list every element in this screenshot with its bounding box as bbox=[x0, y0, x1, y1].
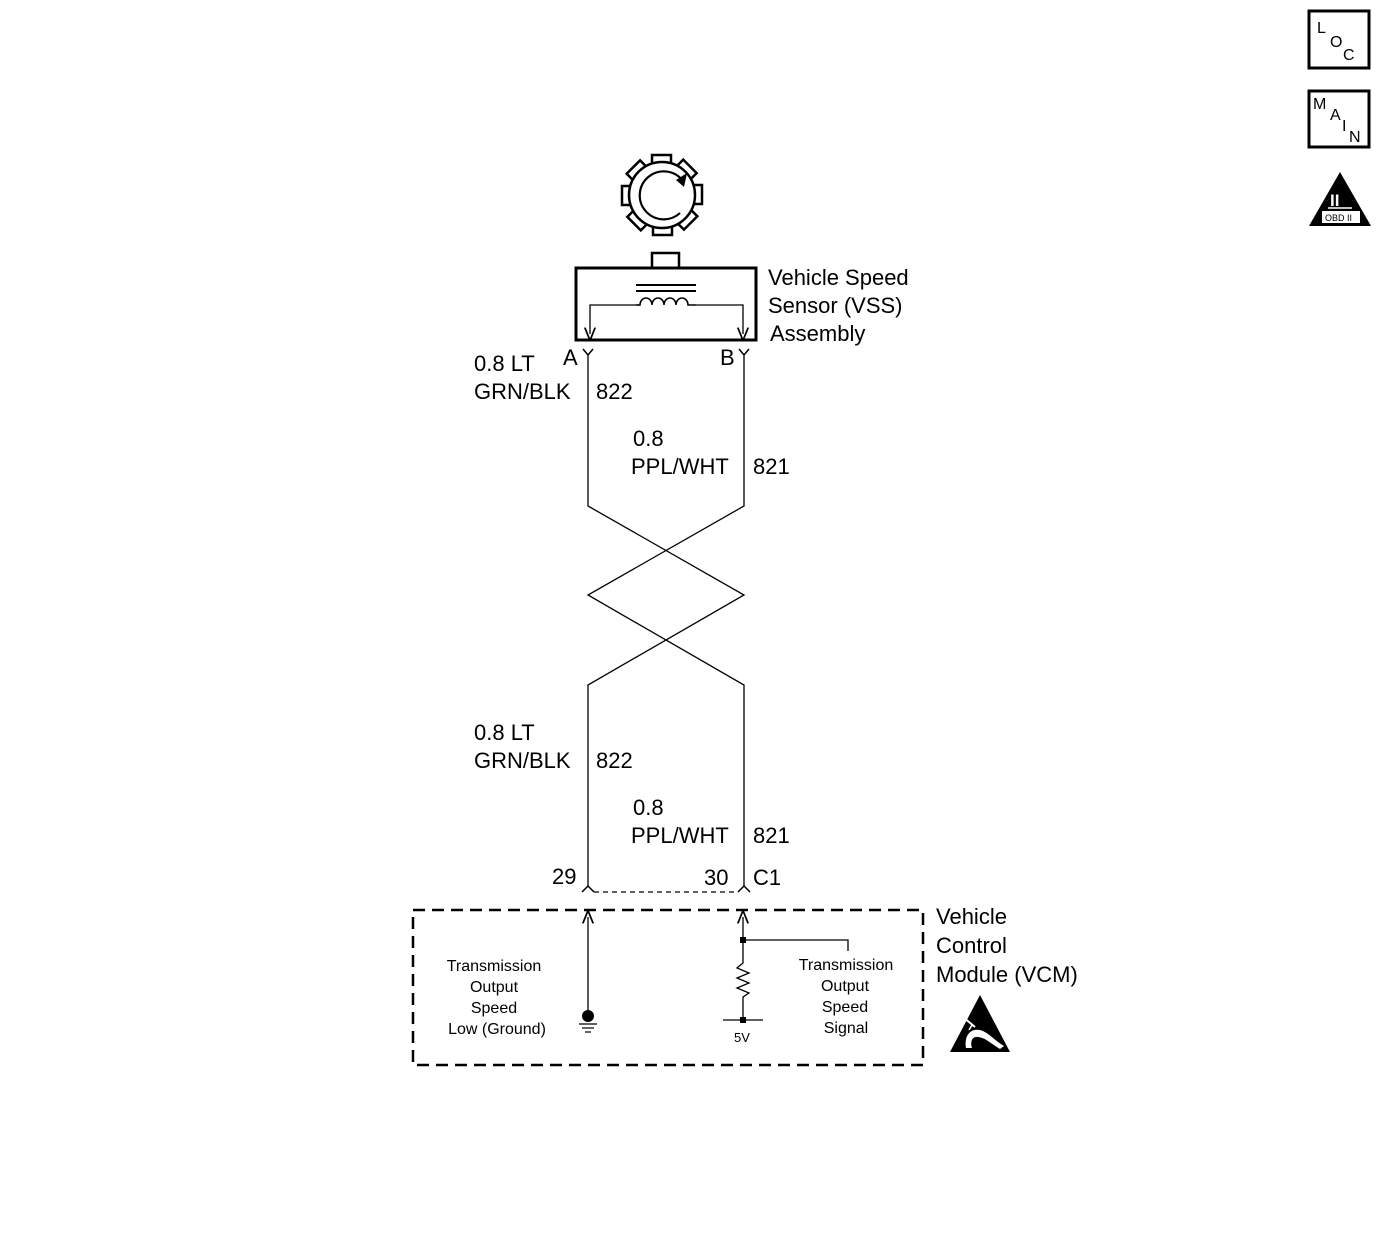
wire-821-upper-gauge: 0.8 bbox=[633, 426, 664, 451]
esd-warning-icon bbox=[950, 995, 1010, 1052]
vcm-module-box bbox=[411, 908, 925, 1067]
signal-func-line3: Speed bbox=[822, 999, 868, 1016]
twisted-pair-wires bbox=[586, 355, 746, 886]
wire-822-lower-circuit: 822 bbox=[596, 748, 633, 773]
loc-letter-o: O bbox=[1330, 34, 1342, 51]
wire-822-upper-circuit: 822 bbox=[596, 379, 633, 404]
vcm-name-line3: Module (VCM) bbox=[936, 962, 1078, 987]
ground-func-line1: Transmission bbox=[447, 958, 542, 975]
ground-func-line3: Speed bbox=[471, 1000, 517, 1017]
wire-821-upper-color: PPL/WHT bbox=[631, 454, 729, 479]
obd-mark: II bbox=[1330, 191, 1339, 210]
vss-assembly bbox=[574, 251, 758, 342]
vss-name-line2: Sensor (VSS) bbox=[768, 293, 903, 318]
loc-letter-l: L bbox=[1317, 20, 1326, 37]
ground-func-line4: Low (Ground) bbox=[448, 1021, 546, 1038]
vss-name-line1: Vehicle Speed bbox=[768, 265, 909, 290]
main-letter-n: N bbox=[1349, 129, 1361, 146]
wire-822-upper-gauge: 0.8 LT bbox=[474, 351, 535, 376]
wire-821-lower-circuit: 821 bbox=[753, 823, 790, 848]
connector-pin-30: 30 bbox=[704, 865, 728, 890]
wire-821-lower-color: PPL/WHT bbox=[631, 823, 729, 848]
signal-junction-bottom bbox=[740, 1017, 746, 1023]
vcm-name-line1: Vehicle bbox=[936, 904, 1007, 929]
pin-a-terminal bbox=[582, 348, 594, 357]
signal-func-line1: Transmission bbox=[799, 957, 894, 974]
signal-func-line4: Signal bbox=[824, 1020, 868, 1037]
ground-circuit bbox=[579, 917, 597, 1033]
vss-pin-b: B bbox=[720, 345, 735, 370]
ground-func-line2: Output bbox=[470, 979, 519, 996]
connector-c1-label: C1 bbox=[753, 865, 781, 890]
pin-30-terminal bbox=[737, 884, 751, 893]
wire-822-lower-gauge: 0.8 LT bbox=[474, 720, 535, 745]
signal-func-line2: Output bbox=[821, 978, 870, 995]
wire-821-lower-gauge: 0.8 bbox=[633, 795, 664, 820]
main-letter-i: I bbox=[1342, 118, 1346, 135]
main-letter-m: M bbox=[1313, 96, 1326, 113]
pin-b-terminal bbox=[738, 348, 750, 357]
reference-voltage: 5V bbox=[734, 1030, 750, 1045]
connector-pin-29: 29 bbox=[552, 864, 576, 889]
main-letter-a: A bbox=[1330, 107, 1341, 124]
wire-822-upper-color: GRN/BLK bbox=[474, 379, 571, 404]
main-button[interactable]: M A I N bbox=[1307, 89, 1371, 149]
vss-name-line3: Assembly bbox=[770, 321, 865, 346]
loc-letter-c: C bbox=[1343, 47, 1355, 64]
rotor-wheel-icon bbox=[620, 153, 704, 237]
signal-junction-top bbox=[740, 937, 746, 943]
obd-ii-button[interactable]: II OBD II bbox=[1309, 172, 1371, 226]
vcm-name-line2: Control bbox=[936, 933, 1007, 958]
pin-29-terminal bbox=[581, 884, 595, 893]
loc-button[interactable]: L O C bbox=[1307, 9, 1371, 70]
vss-pin-a: A bbox=[563, 345, 578, 370]
wire-822-lower-color: GRN/BLK bbox=[474, 748, 571, 773]
obd-caption: OBD II bbox=[1325, 213, 1352, 223]
wire-821-upper-circuit: 821 bbox=[753, 454, 790, 479]
